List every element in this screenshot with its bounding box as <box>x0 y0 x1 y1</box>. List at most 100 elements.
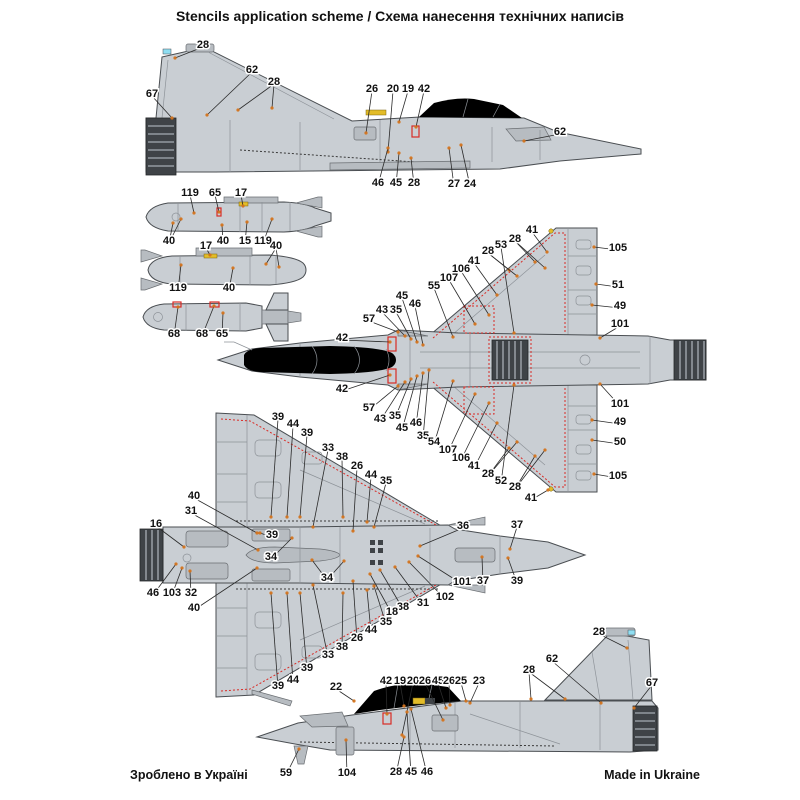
engine-exhaust <box>145 117 177 176</box>
stencil-mark <box>397 120 401 124</box>
stencil-mark <box>409 707 413 711</box>
stencil-mark <box>598 336 602 340</box>
callout-number-101: 101 <box>453 576 471 588</box>
leader-line <box>419 527 464 547</box>
pitot-probe <box>224 341 253 351</box>
leader-line <box>551 660 602 704</box>
callout-number-20: 20 <box>407 675 419 687</box>
leader-line <box>415 372 424 426</box>
callout-number-59: 59 <box>280 767 292 779</box>
stencil-mark <box>270 217 274 221</box>
stencil-mark <box>255 531 259 535</box>
callout-number-31: 31 <box>417 597 429 609</box>
footer-made-in-english: Made in Ukraine <box>604 768 700 782</box>
callout-number-28: 28 <box>408 177 420 189</box>
leader-line <box>168 222 174 244</box>
callout-number-33: 33 <box>322 649 334 661</box>
callout-number-105: 105 <box>609 470 627 482</box>
callout-number-45: 45 <box>396 422 408 434</box>
leader-line <box>221 224 224 244</box>
stencil-mark <box>451 335 455 339</box>
stencil-mark <box>388 340 392 344</box>
stencil-mark <box>171 221 175 225</box>
leader-line <box>286 425 294 518</box>
leader-line <box>593 246 619 251</box>
stencil-mark <box>464 699 468 703</box>
leader-line <box>171 567 183 596</box>
fuel-tanks-art <box>140 196 332 342</box>
leader-line <box>473 422 498 469</box>
callout-number-42: 42 <box>336 383 348 395</box>
stencil-mark <box>625 646 629 650</box>
engine-exhaust <box>632 705 658 752</box>
callout-number-34: 34 <box>321 572 334 584</box>
stencil-mark <box>386 146 390 150</box>
stencil-mark <box>441 718 445 722</box>
stencil-mark <box>416 554 420 558</box>
callout-number-62: 62 <box>546 653 558 665</box>
leader-line <box>398 90 409 123</box>
callout-number-40: 40 <box>188 490 200 502</box>
stencil-mark <box>372 525 376 529</box>
leader-line <box>189 194 195 214</box>
callout-number-43: 43 <box>376 304 388 316</box>
callout-number-67: 67 <box>146 88 158 100</box>
stencil-mark <box>409 337 413 341</box>
leader-line <box>593 473 619 479</box>
callout-number-107: 107 <box>440 272 458 284</box>
callout-number-33: 33 <box>322 442 334 454</box>
stencil-mark <box>388 373 392 377</box>
callout-number-39: 39 <box>301 427 313 439</box>
callout-number-119: 119 <box>169 282 187 294</box>
leader-line <box>473 262 498 296</box>
leader-line <box>487 441 518 477</box>
stencil-mark <box>487 401 491 405</box>
callout-number-28: 28 <box>523 664 535 676</box>
yellow-stencil <box>412 697 426 705</box>
fuel-tank-1 <box>145 196 332 238</box>
stencil-mark <box>341 591 345 595</box>
stencil-mark <box>403 380 407 384</box>
stencil-mark <box>290 536 294 540</box>
leader-line <box>366 476 372 523</box>
stencil-mark <box>231 266 235 270</box>
leader-line <box>523 133 561 142</box>
leader-line <box>155 525 185 548</box>
callout-number-38: 38 <box>397 601 409 613</box>
leader-line <box>401 375 418 431</box>
stencil-mark <box>378 568 382 572</box>
leader-line <box>214 194 220 213</box>
panel-26 <box>431 714 459 732</box>
leader-line <box>379 381 406 422</box>
stencil-mark <box>351 579 355 583</box>
leader-line <box>599 325 621 339</box>
leader-line <box>469 682 480 704</box>
stencil-mark <box>176 305 180 309</box>
callout-number-101: 101 <box>611 398 629 410</box>
callout-number-17: 17 <box>200 240 212 252</box>
leader-line <box>341 374 391 392</box>
callout-number-28: 28 <box>593 626 605 638</box>
leader-line <box>514 240 546 269</box>
leader-line <box>270 418 279 518</box>
leader-line <box>189 570 192 596</box>
leader-line <box>373 482 387 528</box>
stencil-mark <box>480 555 484 559</box>
refueling-probe <box>251 689 293 707</box>
callout-number-36: 36 <box>457 520 469 532</box>
leader-line <box>168 218 182 244</box>
callout-number-35: 35 <box>380 475 392 487</box>
leader-line <box>259 532 273 538</box>
callout-number-42: 42 <box>418 83 430 95</box>
leader-line <box>352 580 358 641</box>
leader-line <box>595 283 619 288</box>
stencil-mark <box>495 421 499 425</box>
stencil-mark <box>174 562 178 566</box>
leader-line <box>448 279 476 325</box>
callout-number-45: 45 <box>432 675 444 687</box>
callout-number-26: 26 <box>366 83 378 95</box>
stencil-mark <box>632 706 636 710</box>
callout-number-28: 28 <box>268 76 280 88</box>
stencil-mark <box>444 706 448 710</box>
